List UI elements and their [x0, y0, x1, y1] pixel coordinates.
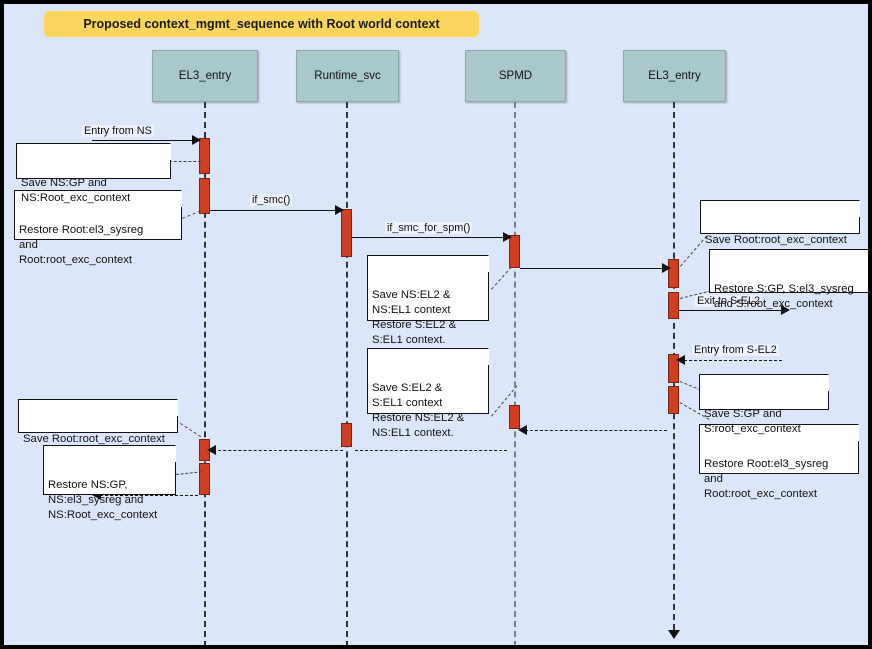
message-line-return-to-ns [100, 495, 198, 496]
message-line-if-smc [210, 210, 338, 211]
activation-bar [199, 178, 210, 214]
note-text: Save S:GP and S:root_exc_context [704, 408, 801, 435]
message-label-entry-from-s-el2: Entry from S-EL2 [692, 344, 779, 356]
arrow-head-icon [207, 445, 216, 455]
note-save-root-exc-context-left: Save Root:root_exc_context [18, 399, 178, 445]
lifeline-label: EL3_entry [178, 70, 232, 82]
activation-bar [509, 235, 520, 268]
message-line-spmd-to-el3-entry-right [520, 268, 666, 269]
activation-bar [668, 292, 679, 319]
note-text: Save Root:root_exc_context [705, 234, 847, 246]
lifeline-line-runtime-svc [346, 102, 348, 645]
note-save-s-el2-restore-ns-el2: Save S:EL2 & S:EL1 context Restore NS:EL… [367, 348, 489, 439]
diagram-title: Proposed context_mgmt_sequence with Root… [44, 11, 479, 37]
note-text: Save NS:EL2 & NS:EL1 context Restore S:E… [372, 289, 457, 346]
note-text: Save S:EL2 & S:EL1 context Restore NS:EL… [372, 382, 465, 439]
message-line-exit-to-s-el2 [679, 310, 784, 311]
arrow-head-icon [503, 232, 512, 242]
note-text: Restore S:GP, S:el3_sysreg and S:root_ex… [714, 283, 854, 310]
message-label-if-smc-for-spm: if_smc_for_spm() [385, 222, 473, 234]
message-line-return-spmd-to-runtime [355, 450, 507, 451]
lifeline-header-runtime-svc[interactable]: Runtime_svc [296, 50, 399, 102]
lifeline-label: EL3_entry [648, 70, 701, 82]
lifeline-header-spmd[interactable]: SPMD [465, 50, 566, 102]
note-restore-root-el3-sysreg: Restore Root:el3_sysreg and Root:root_ex… [14, 190, 182, 266]
arrow-head-icon [335, 205, 344, 215]
lifeline-label: SPMD [498, 70, 533, 82]
note-save-ns-gp: Save NS:GP and NS:Root_exc_context [16, 143, 171, 204]
lifeline-line-spmd [514, 102, 516, 645]
arrow-head-icon [676, 355, 685, 365]
activation-bar [509, 405, 520, 429]
note-leader-line [169, 161, 201, 162]
note-text: Restore Root:el3_sysreg and Root:root_ex… [19, 224, 144, 266]
lifeline-end-arrow-icon [668, 630, 680, 639]
lifeline-header-el3-entry-right[interactable]: EL3_entry [623, 50, 726, 102]
message-line-return-to-spmd [525, 430, 667, 431]
activation-bar [199, 463, 210, 495]
activation-bar [341, 209, 352, 257]
activation-bar [668, 386, 679, 414]
note-text: Save Root:root_exc_context [23, 433, 165, 445]
note-restore-root-el3-sysreg-right: Restore Root:el3_sysreg and Root:root_ex… [699, 424, 859, 500]
arrow-head-icon [518, 425, 527, 435]
note-restore-ns-gp: Restore NS:GP, NS:el3_sysreg and NS:Root… [43, 445, 176, 521]
note-save-ns-el2-restore-s-el2: Save NS:EL2 & NS:EL1 context Restore S:E… [367, 255, 489, 346]
note-leader-line [175, 420, 202, 438]
message-label-entry-from-ns: Entry from NS [82, 125, 154, 137]
message-line-entry-from-s-el2 [684, 360, 782, 361]
message-line-return-runtime-to-el3 [213, 450, 343, 451]
note-text: Restore NS:GP, NS:el3_sysreg and NS:Root… [48, 479, 158, 521]
arrow-head-icon [781, 305, 790, 315]
note-leader-line [182, 210, 201, 219]
note-leader-line [680, 235, 707, 267]
activation-bar [341, 423, 352, 447]
arrow-head-icon [192, 135, 201, 145]
lifeline-line-el3-entry-left [204, 102, 206, 645]
arrow-head-icon [662, 263, 671, 273]
activation-bar [668, 354, 679, 383]
message-line-entry-from-ns [92, 140, 194, 141]
note-save-root-exc-context-right: Save Root:root_exc_context [700, 200, 860, 246]
message-line-if-smc-for-spm [352, 237, 506, 238]
arrow-head-icon [92, 490, 101, 500]
note-save-s-gp: Save S:GP and S:root_exc_context [699, 374, 829, 435]
note-text: Save NS:GP and NS:Root_exc_context [21, 177, 131, 204]
activation-bar [199, 138, 210, 174]
lifeline-header-el3-entry-left[interactable]: EL3_entry [152, 50, 258, 102]
note-restore-s-gp: Restore S:GP, S:el3_sysreg and S:root_ex… [709, 249, 868, 310]
message-label-if-smc: if_smc() [250, 194, 293, 206]
activation-bar [668, 259, 679, 288]
message-label-exit-to-s-el2: Exit to S-EL2 [695, 295, 763, 307]
note-text: Restore Root:el3_sysreg and Root:root_ex… [704, 458, 829, 500]
note-leader-line [491, 266, 512, 290]
lifeline-label: Runtime_svc [314, 70, 381, 82]
